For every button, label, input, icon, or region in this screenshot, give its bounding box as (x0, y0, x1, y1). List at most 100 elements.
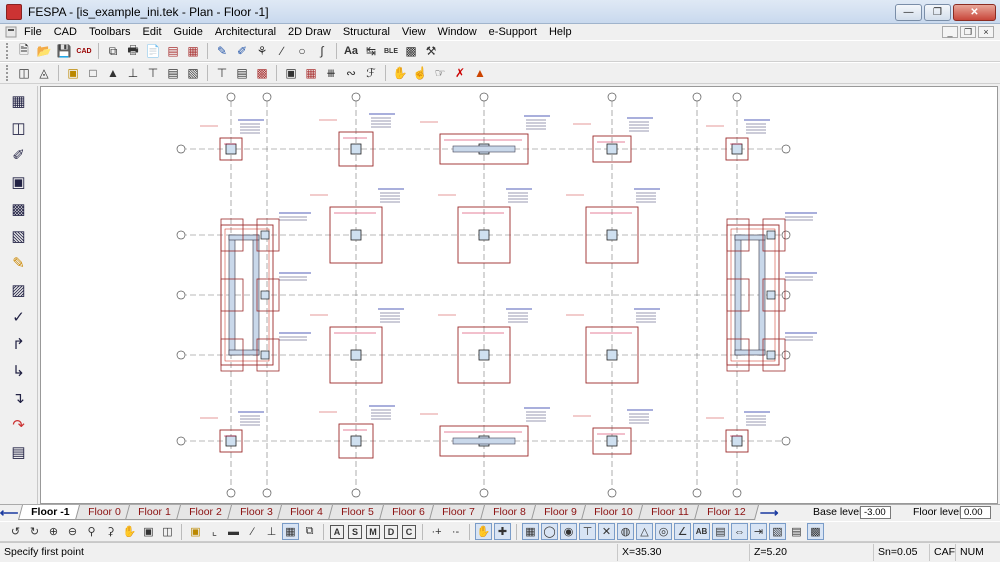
hatch2-icon[interactable]: ▧ (769, 523, 786, 540)
snap-icon[interactable]: ▬ (228, 525, 239, 538)
dropper3-tool-icon[interactable]: ↴ (12, 390, 25, 407)
floor-tab[interactable]: Floor 7 (429, 505, 489, 520)
floor-tab[interactable]: Floor 11 (637, 505, 702, 520)
hatch3-icon[interactable]: ▤ (791, 526, 802, 538)
slab-icon[interactable]: ▧ (187, 66, 199, 80)
midpoint-icon[interactable]: ◉ (560, 523, 577, 540)
footing-icon[interactable]: ⊤ (216, 66, 228, 80)
pan-icon[interactable]: ✋ (122, 526, 137, 538)
endpoint-icon[interactable]: ◯ (541, 523, 558, 540)
angle-icon[interactable]: ∠ (674, 523, 691, 540)
measure-icon[interactable]: ⌞ (211, 526, 218, 538)
report-icon[interactable]: ℱ (366, 66, 376, 80)
minimize-button[interactable]: — (895, 4, 922, 21)
app-icon[interactable] (6, 3, 22, 20)
dimension-icon[interactable]: ↹ (365, 44, 377, 58)
zoom-in-icon[interactable]: ⊕ (48, 526, 59, 538)
text-icon[interactable]: Aa (343, 45, 359, 57)
close-button[interactable]: ✕ (953, 4, 996, 21)
delete-icon[interactable]: ✗ (454, 66, 466, 80)
tangent-icon[interactable]: ◍ (617, 523, 634, 540)
cad-icon[interactable]: CAD (76, 47, 92, 55)
hatch4-icon[interactable]: ▩ (807, 523, 824, 540)
dropper-tool-icon[interactable]: ↱ (12, 336, 25, 353)
perp-icon[interactable]: ⊤ (579, 523, 596, 540)
filter-m-button[interactable]: M (366, 524, 380, 539)
filter-c-button[interactable]: C (402, 524, 416, 539)
toolbar-grip-2[interactable] (6, 65, 10, 81)
section-icon[interactable]: ▣ (285, 66, 297, 80)
floor-tab[interactable]: Floor 5 (327, 505, 387, 520)
rebar-icon[interactable]: ▩ (256, 66, 268, 80)
node-tool-icon[interactable]: ▨ (11, 282, 26, 299)
ortho-icon[interactable]: ✋ (475, 523, 492, 540)
dropper4-tool-icon[interactable]: ↷ (12, 417, 25, 434)
undo-icon[interactable]: ↺ (10, 526, 21, 538)
plus-point-icon[interactable]: ·+ (431, 525, 442, 538)
length-tool-icon[interactable]: ✓ (12, 309, 25, 326)
dropper2-tool-icon[interactable]: ↳ (12, 363, 25, 380)
menu-guide[interactable]: Guide (173, 26, 203, 38)
filter-d-button[interactable]: D (384, 524, 398, 539)
circle-icon[interactable]: ○ (298, 44, 306, 58)
copy3-icon[interactable]: ⧉ (305, 525, 314, 537)
layer-icon[interactable]: ◫ (162, 526, 173, 538)
tools-icon[interactable]: ⚒ (425, 44, 437, 58)
grid-toggle-icon[interactable]: ⊥ (266, 526, 277, 538)
load-icon[interactable]: ▤ (236, 66, 248, 80)
menu-file[interactable]: File (24, 26, 42, 38)
print-preview-icon[interactable]: 📄 (145, 44, 161, 58)
erase-icon[interactable]: ▲ (474, 66, 486, 80)
rect-icon[interactable]: ∕ (251, 525, 254, 538)
menu-2d-draw[interactable]: 2D Draw (288, 26, 331, 38)
floor-tab[interactable]: Floor 4 (277, 505, 336, 520)
copy-floor-icon[interactable]: ◬ (39, 66, 49, 80)
axis-tool-icon[interactable]: ▩ (11, 201, 26, 218)
frame-tool-icon[interactable]: ▣ (11, 174, 26, 191)
menu-toolbars[interactable]: Toolbars (88, 26, 131, 38)
mdi-restore-button[interactable]: ❐ (960, 26, 976, 38)
base-level-input[interactable]: -3.00 (860, 506, 891, 519)
menu-view[interactable]: View (401, 26, 426, 38)
arrow-icon[interactable]: ⇥ (750, 523, 767, 540)
cross-icon[interactable]: ✚ (494, 523, 511, 540)
restore-button[interactable]: ❐ (924, 4, 951, 21)
plan-view-icon[interactable]: ▦ (11, 93, 26, 110)
print-icon[interactable]: 🖶 (127, 42, 139, 57)
brush-tool-icon[interactable]: ✐ (12, 147, 25, 164)
section-view-icon[interactable]: ◫ (11, 120, 26, 137)
mdi-close-button[interactable]: × (978, 26, 994, 38)
wall-icon[interactable]: ▤ (167, 66, 179, 80)
menu-structural[interactable]: Structural (342, 26, 390, 38)
support-icon[interactable]: ⊥ (127, 66, 139, 80)
menu-architectural[interactable]: Architectural (214, 26, 277, 38)
pencil-tool-icon[interactable]: ✎ (12, 255, 25, 272)
grid-view-icon[interactable]: ▦ (305, 66, 317, 80)
copy-icon[interactable]: ⧉ (108, 43, 118, 58)
ble-icon[interactable]: BLE (384, 47, 398, 55)
layers-icon[interactable]: ▤ (167, 44, 179, 58)
floor-tab[interactable]: Floor 8 (479, 505, 539, 520)
stair-icon[interactable]: ∾ (345, 66, 357, 80)
pick-icon[interactable]: ☝ (412, 66, 428, 80)
open-icon[interactable]: 📂 (36, 44, 52, 58)
beam-icon[interactable]: ▲ (107, 66, 119, 80)
hatch-icon[interactable]: ▤ (712, 523, 729, 540)
floor-tab[interactable]: Floor 10 (581, 505, 646, 520)
node-icon[interactable]: ⚘ (256, 44, 268, 58)
filter-a-button[interactable]: A (330, 524, 344, 539)
column-icon[interactable]: ⊤ (147, 66, 159, 80)
drawing-canvas[interactable] (40, 86, 998, 504)
frame-icon[interactable]: ⧻ (325, 66, 337, 80)
hand-icon[interactable]: ✋ (392, 66, 408, 80)
menu-help[interactable]: Help (548, 26, 572, 38)
toolbar-grip[interactable] (6, 43, 10, 59)
bottom-tool-icon[interactable]: ▤ (11, 444, 26, 461)
intersection-icon[interactable]: ✕ (598, 523, 615, 540)
zoom-prev-icon[interactable]: ⚳ (106, 526, 115, 538)
line-icon[interactable]: ∕ (280, 44, 283, 58)
menu-edit[interactable]: Edit (142, 26, 162, 38)
mdi-minimize-button[interactable]: _ (942, 26, 958, 38)
new-icon[interactable]: 🗎 (19, 42, 29, 57)
prev-floor-arrow-icon[interactable]: ⟵ (0, 504, 19, 520)
